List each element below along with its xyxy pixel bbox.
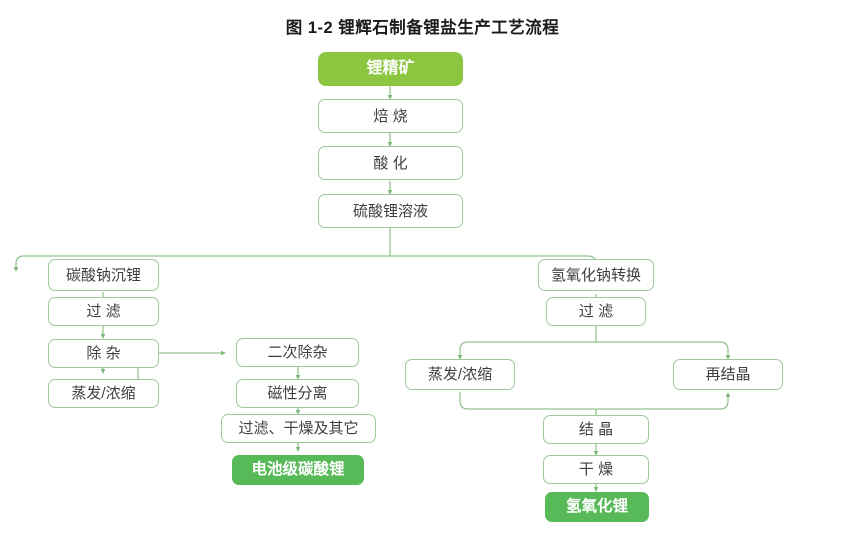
node-lithium-concentrate[interactable]: 锂精矿 — [318, 52, 463, 86]
node-filtration-right[interactable]: 过 滤 — [546, 297, 646, 326]
node-label: 碳酸钠沉锂 — [65, 266, 141, 284]
node-label: 氢氧化锂 — [565, 498, 628, 516]
node-label: 蒸发/浓缩 — [71, 385, 136, 402]
node-recrystallization[interactable]: 再结晶 — [673, 359, 783, 390]
node-impurity-removal[interactable]: 除 杂 — [48, 339, 159, 368]
node-label: 干 燥 — [578, 461, 614, 478]
node-filter-dry-other[interactable]: 过滤、干燥及其它 — [221, 414, 376, 443]
node-filtration-left[interactable]: 过 滤 — [48, 297, 159, 326]
node-drying[interactable]: 干 燥 — [543, 455, 649, 484]
node-label: 电池级碳酸锂 — [251, 461, 345, 479]
node-label: 酸 化 — [373, 154, 408, 172]
node-label: 过 滤 — [86, 303, 121, 320]
edge-evap-bus-left — [459, 392, 596, 410]
node-magnetic-separation[interactable]: 磁性分离 — [236, 379, 359, 408]
node-sodium-carbonate-precipitation[interactable]: 碳酸钠沉锂 — [48, 259, 159, 291]
node-acidification[interactable]: 酸 化 — [318, 146, 463, 180]
node-label: 锂精矿 — [366, 60, 415, 77]
node-lithium-hydroxide[interactable]: 氢氧化锂 — [545, 492, 649, 522]
node-evaporation-concentration-right[interactable]: 蒸发/浓缩 — [405, 359, 515, 390]
node-roasting[interactable]: 焙 烧 — [318, 99, 463, 133]
edge-bus-to-recryst — [596, 392, 731, 410]
node-label: 过滤、干燥及其它 — [238, 420, 359, 437]
edge-rfilter-to-evap — [457, 341, 596, 360]
node-label: 磁性分离 — [267, 385, 328, 402]
node-label: 二次除杂 — [267, 344, 328, 361]
node-secondary-impurity-removal[interactable]: 二次除杂 — [236, 338, 359, 367]
node-label: 焙 烧 — [373, 107, 408, 125]
node-label: 硫酸锂溶液 — [352, 202, 428, 220]
node-label: 过 滤 — [578, 303, 614, 320]
node-crystallization[interactable]: 结 晶 — [543, 415, 649, 444]
node-sodium-hydroxide-conversion[interactable]: 氢氧化钠转换 — [538, 259, 654, 291]
figure-title: 图 1-2 锂辉石制备锂盐生产工艺流程 — [285, 19, 560, 37]
node-label: 再结晶 — [705, 366, 751, 383]
edge-rfilter-to-recryst — [596, 341, 731, 360]
node-label: 除 杂 — [86, 345, 121, 362]
node-lithium-sulfate-solution[interactable]: 硫酸锂溶液 — [318, 194, 463, 228]
node-label: 结 晶 — [578, 421, 614, 438]
node-label: 氢氧化钠转换 — [550, 266, 641, 284]
node-battery-grade-lithium-carbonate[interactable]: 电池级碳酸锂 — [232, 455, 364, 485]
node-label: 蒸发/浓缩 — [427, 366, 493, 383]
node-evaporation-concentration-left[interactable]: 蒸发/浓缩 — [48, 379, 159, 408]
